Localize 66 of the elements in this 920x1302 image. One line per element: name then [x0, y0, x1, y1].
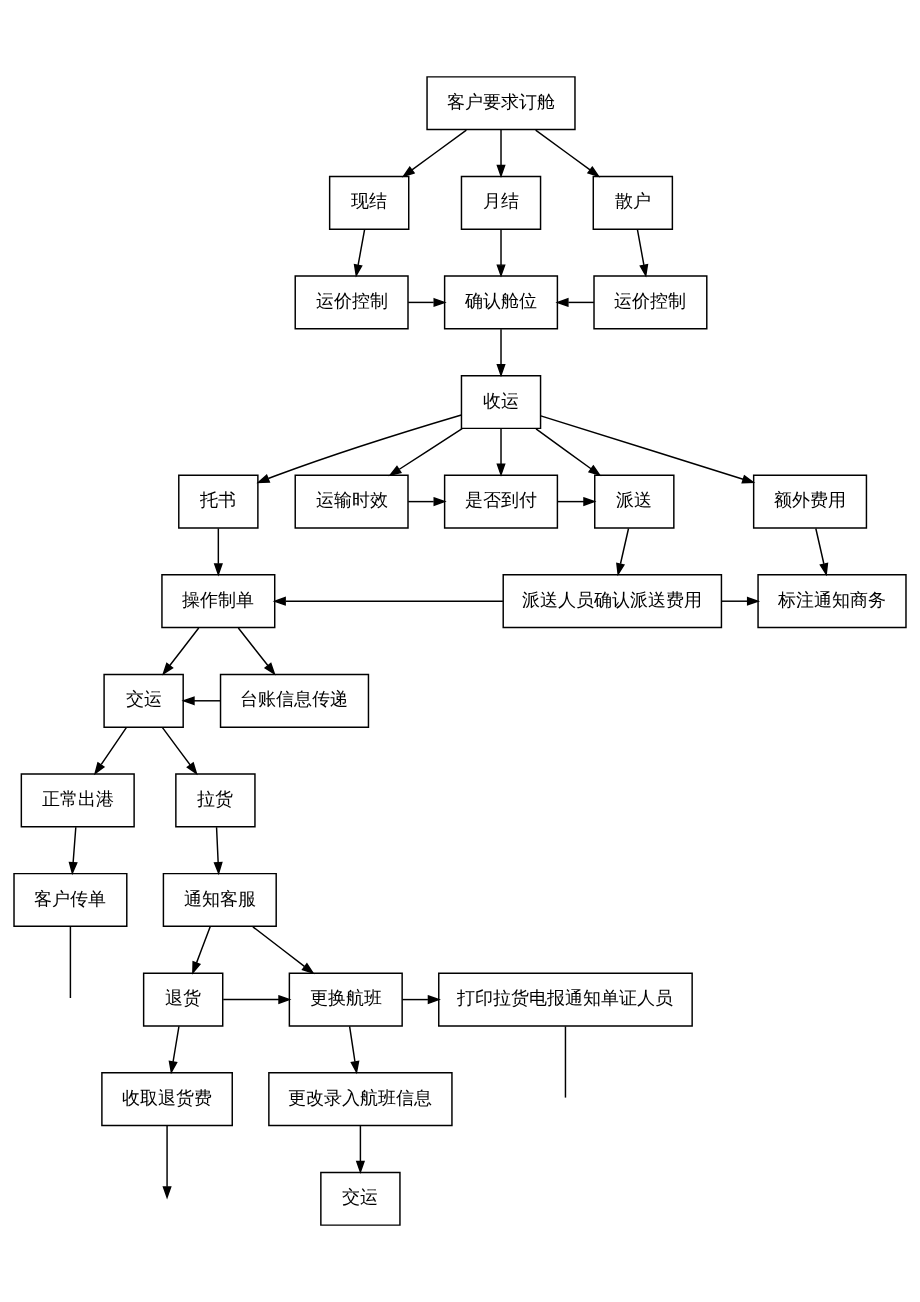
node-box: 台账信息传递 [219, 673, 370, 728]
node-box: 散户 [592, 175, 674, 230]
node-box: 交运 [103, 673, 184, 728]
arrow [721, 596, 761, 606]
node-box: 退货 [142, 972, 224, 1027]
node-box: 拉货 [175, 773, 256, 828]
connector [564, 1025, 567, 1099]
arrow [237, 627, 276, 676]
arrow [496, 328, 506, 378]
arrow [496, 428, 506, 477]
arrow [401, 129, 468, 178]
node-box: 运价控制 [593, 275, 708, 330]
node-box: 确认舱位 [443, 275, 559, 330]
node-box: 打印拉货电报通知单证人员 [438, 972, 693, 1027]
arrow [555, 297, 595, 308]
node-box: 托书 [178, 474, 259, 529]
arrow [616, 527, 630, 577]
arrow [815, 527, 829, 577]
node-box: 标注通知商务 [757, 574, 907, 629]
node-box: 月结 [460, 175, 542, 230]
arrow [496, 129, 506, 178]
node-box: 通知客服 [162, 872, 277, 928]
arrow [181, 696, 222, 706]
arrow [213, 527, 223, 577]
arrow [161, 726, 198, 776]
arrow [256, 414, 463, 484]
node-box: 派送 [594, 474, 675, 529]
arrow [636, 228, 649, 278]
arrow [407, 297, 447, 308]
arrow [348, 1025, 360, 1075]
arrow [557, 497, 597, 507]
node-box: 现结 [328, 175, 410, 230]
node-box: 是否到付 [443, 474, 559, 529]
arrow [496, 228, 506, 278]
node-box: 客户要求订舱 [426, 76, 576, 131]
node-box: 额外费用 [752, 474, 868, 529]
arrow [162, 1125, 172, 1200]
connector [69, 926, 72, 999]
arrow [222, 994, 292, 1005]
arrow [534, 129, 601, 178]
arrow [68, 826, 78, 876]
node-box: 正常出港 [20, 773, 135, 828]
node-box: 运价控制 [294, 275, 409, 330]
arrow [192, 926, 211, 975]
node-box: 更换航班 [288, 972, 403, 1027]
arrow [407, 497, 447, 507]
arrow [535, 428, 602, 477]
arrow [401, 994, 441, 1005]
arrow [252, 926, 315, 975]
node-box: 客户传单 [13, 872, 128, 928]
node-box: 运输时效 [294, 474, 409, 529]
arrow [168, 1025, 180, 1075]
arrow [355, 1125, 365, 1174]
node-box: 收取退货费 [101, 1072, 233, 1127]
node-box: 更改录入航班信息 [268, 1072, 453, 1127]
arrow [388, 427, 463, 477]
arrow [272, 596, 504, 606]
node-box: 交运 [320, 1171, 401, 1226]
node-box: 操作制单 [161, 574, 276, 629]
node-box: 派送人员确认派送费用 [502, 574, 723, 629]
arrow [162, 627, 200, 676]
arrow [213, 826, 223, 876]
node-box: 收运 [460, 374, 542, 430]
arrow [540, 415, 756, 484]
arrow [93, 726, 128, 776]
arrow [353, 228, 366, 278]
